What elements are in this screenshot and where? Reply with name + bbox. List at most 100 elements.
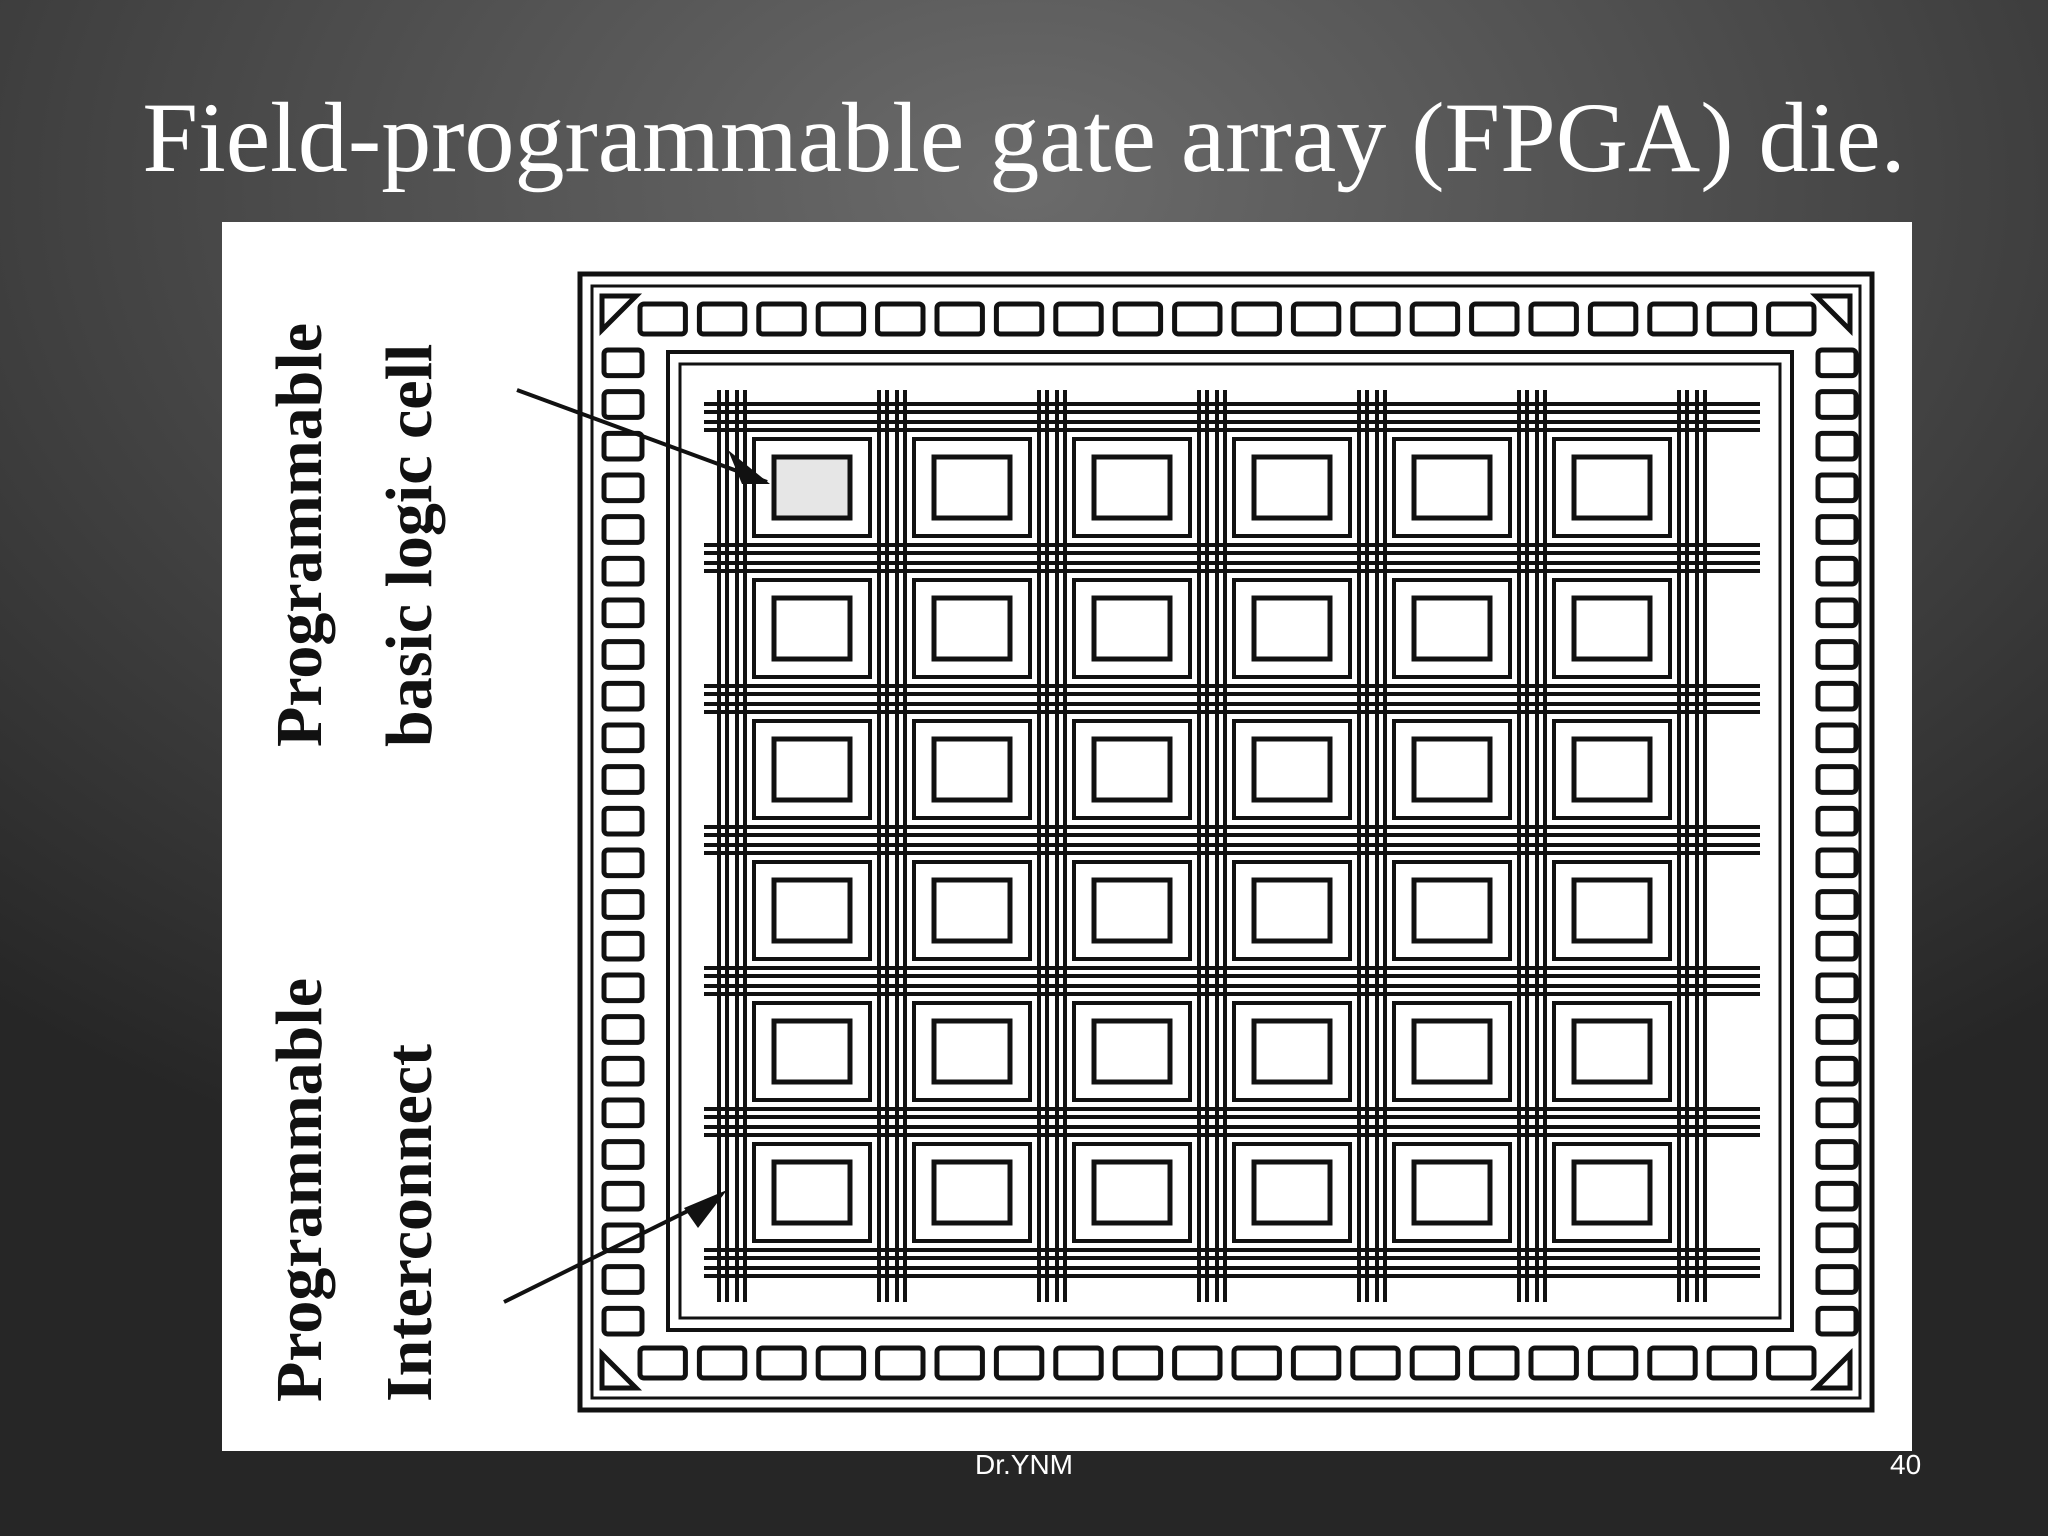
io-pad [1815, 555, 1859, 587]
io-pad [1350, 301, 1401, 337]
io-pad [1290, 1345, 1342, 1381]
logic-cell-inner [1571, 1159, 1653, 1226]
io-pad [1815, 889, 1859, 920]
io-pad [1815, 1014, 1859, 1045]
io-pad [1528, 301, 1579, 337]
logic-cell-inner [1571, 595, 1653, 662]
io-pad [1815, 1180, 1859, 1212]
logic-cell-inner [1251, 454, 1333, 521]
io-pad [601, 930, 645, 962]
io-pad [1766, 1345, 1817, 1381]
io-pad [1815, 847, 1859, 879]
io-pad [756, 301, 807, 337]
io-pad [1469, 1345, 1520, 1381]
io-pad [1815, 514, 1859, 545]
io-pad [1815, 805, 1859, 837]
io-pad [1815, 1097, 1859, 1129]
io-pad [934, 1345, 985, 1381]
die-outer-border [577, 271, 1875, 1413]
io-pad [1647, 301, 1698, 337]
io-pad [934, 301, 985, 337]
io-pad [1815, 930, 1859, 962]
io-pad [601, 847, 645, 879]
logic-cell-inner [931, 877, 1013, 944]
die-outer-border-inner [590, 284, 1862, 1400]
io-pad [601, 764, 645, 795]
io-pad [601, 805, 645, 837]
io-pad [1815, 1139, 1859, 1170]
logic-cell-inner [771, 454, 853, 521]
io-pad [601, 639, 645, 670]
interconnect-label-line1: Programmable [263, 977, 336, 1402]
io-pad [1815, 639, 1859, 670]
logic-cell-inner [1251, 736, 1333, 803]
logic-cell-inner [1411, 1018, 1493, 1085]
io-pad [696, 301, 748, 337]
logic-cell-inner [1091, 595, 1173, 662]
logic-cell-inner [771, 1018, 853, 1085]
logic-cell-inner [931, 1018, 1013, 1085]
corner-pad [1809, 1347, 1853, 1391]
logic-cell-inner [1091, 1018, 1173, 1085]
io-pad [1815, 472, 1859, 504]
io-pad [601, 680, 645, 712]
io-pad [1231, 301, 1282, 337]
logic-cell-inner [1571, 877, 1653, 944]
core-border-inner [678, 362, 1782, 1320]
io-pad [1815, 1055, 1859, 1087]
io-pad [1587, 1345, 1639, 1381]
io-pad [875, 1345, 926, 1381]
corner-pad [599, 293, 643, 337]
interconnect-label-line2: Interconnect [373, 1043, 446, 1402]
io-pad [637, 301, 688, 337]
io-pad [875, 301, 926, 337]
io-pad [993, 301, 1045, 337]
fpga-die-diagram [503, 271, 1875, 1413]
io-pad [601, 1055, 645, 1087]
page-number: 40 [1890, 1449, 1922, 1480]
io-pad [601, 1014, 645, 1045]
logic-cell-inner [1571, 1018, 1653, 1085]
io-pad [1469, 301, 1520, 337]
logic-cell-inner [771, 1159, 853, 1226]
logic-cell-inner [931, 736, 1013, 803]
io-pad [1587, 301, 1639, 337]
io-pad [601, 1264, 645, 1295]
logic-cell-inner [931, 454, 1013, 521]
io-pad [601, 889, 645, 920]
logic-cell-inner [1251, 595, 1333, 662]
io-pad [1815, 1305, 1859, 1337]
io-pad [1815, 764, 1859, 795]
io-pad [1815, 347, 1859, 379]
io-pad [601, 1097, 645, 1129]
io-pad [1815, 1264, 1859, 1295]
logic-cell-inner [771, 595, 853, 662]
logic-cell-inner [1411, 454, 1493, 521]
io-pad [1647, 1345, 1698, 1381]
io-pad [1053, 1345, 1104, 1381]
io-pad [1528, 1345, 1579, 1381]
io-pad [601, 1180, 645, 1212]
io-pad [601, 972, 645, 1004]
io-pad [696, 1345, 748, 1381]
footer-author: Dr.YNM [975, 1449, 1073, 1480]
io-pad [601, 430, 645, 462]
io-pad [601, 389, 645, 420]
interconnect-arrow-line [503, 1192, 723, 1304]
io-pad [1053, 301, 1104, 337]
io-pad [1815, 972, 1859, 1004]
io-pad [1815, 722, 1859, 754]
interconnect-arrow-head [684, 1190, 727, 1228]
io-pad [601, 555, 645, 587]
io-pad [1815, 597, 1859, 629]
logic-cell-inner [1091, 736, 1173, 803]
io-pad [756, 1345, 807, 1381]
core-border [666, 350, 1794, 1332]
io-pad [601, 472, 645, 504]
logic-cell-inner [1411, 736, 1493, 803]
io-pad [1172, 1345, 1223, 1381]
io-pad [1112, 1345, 1164, 1381]
io-pad [601, 1139, 645, 1170]
logic-cell-inner [1251, 877, 1333, 944]
io-pad [993, 1345, 1045, 1381]
